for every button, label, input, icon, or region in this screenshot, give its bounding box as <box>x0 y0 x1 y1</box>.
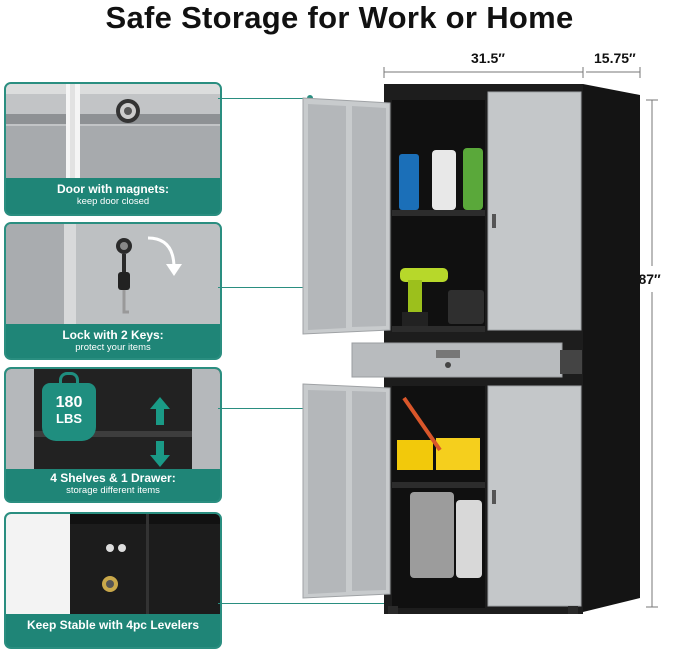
oil-bottle <box>410 492 454 578</box>
feature-title: 4 Shelves & 1 Drawer: <box>50 471 176 485</box>
oil-bottle <box>463 148 483 210</box>
connector-line <box>218 287 496 288</box>
weight-badge: 180 LBS <box>42 372 96 441</box>
connector-dot <box>404 405 410 411</box>
feature-card-lock: Lock with 2 Keys: protect your items <box>4 222 222 360</box>
dimension-width: 31.5″ <box>471 50 505 66</box>
oil-bottle <box>432 150 456 210</box>
connector-dot <box>307 95 313 101</box>
weight-value: 180 <box>55 394 83 411</box>
feature-subtitle: storage different items <box>66 485 160 496</box>
feature-title: Lock with 2 Keys: <box>62 328 164 342</box>
feature-title: Keep Stable with 4pc Levelers <box>26 618 200 632</box>
connector-dot <box>388 600 394 606</box>
feature-subtitle: protect your items <box>75 342 151 353</box>
feature-subtitle: keep door closed <box>76 196 150 207</box>
magnet-photo <box>6 84 220 178</box>
dimension-depth: 15.75″ <box>594 50 636 66</box>
battery <box>448 290 484 324</box>
lock-photo <box>6 224 220 324</box>
connector-dot <box>494 284 500 290</box>
oil-bottle <box>456 500 482 578</box>
feature-card-shelves: 180 LBS 4 Shelves & 1 Drawer: storage di… <box>4 367 222 503</box>
feature-card-levelers: Keep Stable with 4pc Levelers <box>4 512 222 649</box>
oil-bottle <box>399 154 419 210</box>
connector-line <box>218 408 406 409</box>
weight-unit: LBS <box>56 411 82 426</box>
leveler-photo <box>6 514 220 614</box>
connector-line <box>218 603 390 604</box>
page-title: Safe Storage for Work or Home <box>105 0 574 35</box>
drill <box>400 268 448 282</box>
feature-card-magnets: Door with magnets: keep door closed <box>4 82 222 216</box>
dimension-height: 70.87″ <box>619 271 661 287</box>
shelves-photo <box>6 369 220 469</box>
feature-title: Door with magnets: <box>56 182 169 196</box>
connector-line <box>218 98 310 99</box>
